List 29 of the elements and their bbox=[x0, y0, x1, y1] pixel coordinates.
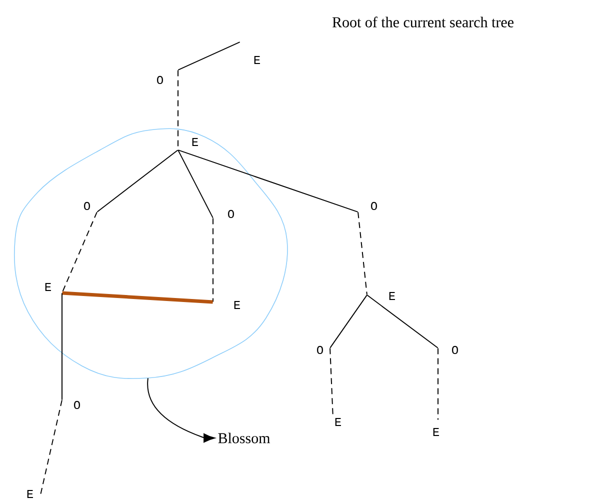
vertex-label: E bbox=[192, 138, 198, 146]
vertex-label: E bbox=[234, 301, 240, 309]
vertex-label: E bbox=[254, 56, 260, 64]
blossom-label: Blossom bbox=[218, 432, 270, 444]
tree-edge bbox=[178, 42, 240, 70]
vertex-label: E bbox=[389, 292, 395, 300]
vertex-label: O bbox=[317, 346, 323, 354]
vertex-label: O bbox=[228, 210, 234, 218]
vertex-label: O bbox=[84, 202, 90, 210]
vertex-label: E bbox=[433, 428, 439, 436]
blossom-outline bbox=[14, 128, 288, 379]
tree-edge bbox=[358, 212, 368, 296]
tree-edge bbox=[212, 218, 214, 302]
vertex-label: O bbox=[371, 202, 377, 210]
tree-edge bbox=[62, 212, 98, 294]
root-label: Root of the current search tree bbox=[332, 16, 514, 28]
vertex-label: O bbox=[74, 400, 80, 410]
vertex-label: E bbox=[335, 418, 341, 426]
vertex-label: O bbox=[452, 346, 458, 354]
vertex-label: E bbox=[45, 283, 51, 291]
tree-edge bbox=[62, 291, 213, 304]
tree-edge bbox=[96, 150, 178, 212]
tree-edge bbox=[366, 294, 438, 348]
vertex-label: E bbox=[27, 490, 33, 498]
curved-arrow bbox=[147, 378, 216, 443]
tree-edge bbox=[178, 150, 358, 212]
tree-edge bbox=[330, 294, 368, 348]
tree-edge bbox=[178, 150, 214, 218]
vertex-label: O bbox=[157, 76, 163, 84]
